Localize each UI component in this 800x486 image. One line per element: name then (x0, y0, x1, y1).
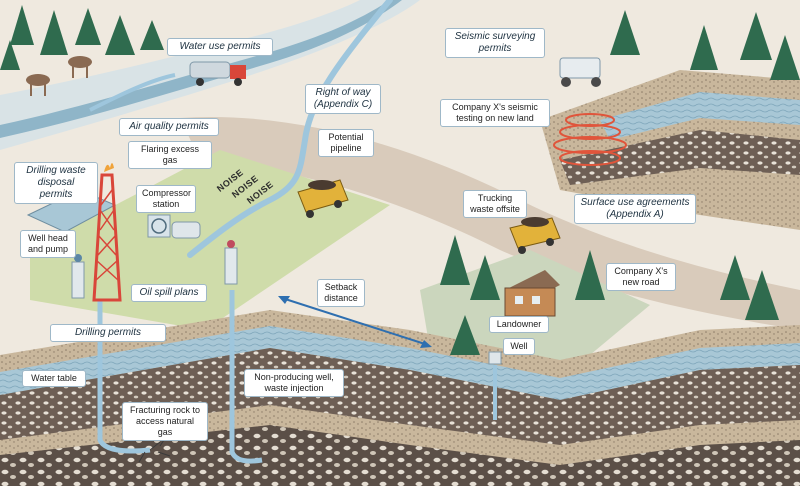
label-compressor-station: Compressor station (136, 185, 196, 213)
water-well (488, 351, 502, 365)
production-wellbore (97, 300, 151, 454)
seismic-vehicle (559, 57, 601, 87)
label-trucking-waste-offsite: Trucking waste offsite (463, 190, 527, 218)
label-non-producing-well: Non-producing well, waste injection (244, 369, 344, 397)
water-table-layer (0, 326, 800, 400)
label-well-head-and-pump: Well head and pump (20, 230, 76, 258)
label-fracturing-rock: Fracturing rock to access natural gas (122, 402, 208, 441)
setback-arrow (278, 296, 432, 348)
dump-truck-road (509, 217, 561, 254)
label-drilling-permits: Drilling permits (50, 324, 166, 342)
seismic-waves (553, 113, 627, 166)
injection-wellbore (229, 290, 263, 464)
label-potential-pipeline: Potential pipeline (318, 129, 374, 157)
landowner-house (504, 270, 560, 317)
dump-truck-site (297, 179, 349, 218)
label-setback-distance: Setback distance (317, 279, 365, 307)
label-right-of-way: Right of way (Appendix C) (305, 84, 381, 114)
label-well: Well (503, 338, 535, 355)
seismic-layer-water (600, 92, 800, 140)
trees (0, 5, 800, 355)
water-truck (189, 61, 246, 86)
label-air-quality-permits: Air quality permits (119, 118, 219, 136)
label-company-seismic-testing: Company X's seismic testing on new land (440, 99, 550, 127)
label-oil-spill-plans: Oil spill plans (131, 284, 207, 302)
label-seismic-surveying-permits: Seismic surveying permits (445, 28, 545, 58)
deer (26, 56, 92, 96)
label-water-use-permits: Water use permits (167, 38, 273, 56)
fractures (138, 433, 171, 463)
label-landowner: Landowner (489, 316, 549, 333)
label-company-new-road: Company X's new road (606, 263, 676, 291)
compressor-station (147, 214, 201, 239)
label-water-table: Water table (22, 370, 86, 387)
label-drilling-waste-disposal-permits: Drilling waste disposal permits (14, 162, 98, 204)
gravel-layer (0, 348, 800, 445)
label-surface-use-agreements: Surface use agreements (Appendix A) (574, 194, 696, 224)
water-intake-hose (89, 73, 176, 112)
drilling-derrick (92, 163, 122, 302)
well-head-pumps (71, 240, 238, 299)
label-flaring-excess-gas: Flaring excess gas (128, 141, 212, 169)
seismic-layer-dark (560, 130, 800, 185)
pipeline (187, 0, 393, 258)
